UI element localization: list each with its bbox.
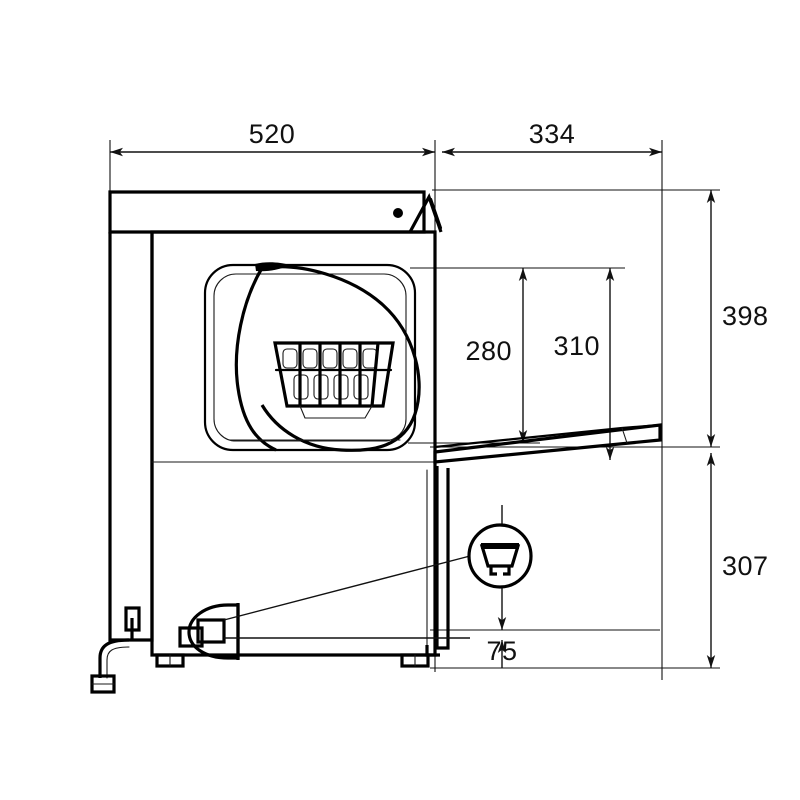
- door-pivot-mark: [255, 262, 290, 272]
- dimension-label-310: 310: [553, 331, 600, 361]
- hose-coupling: [124, 606, 141, 632]
- hinge-peak: [408, 193, 443, 233]
- basket-base: [299, 405, 373, 419]
- dimension-307: 307: [706, 453, 769, 668]
- basket-icon-leg-right: [503, 566, 511, 576]
- dimension-520: 520: [110, 119, 435, 157]
- basket-cell: [322, 348, 338, 369]
- hinge-peak-inner: [429, 197, 443, 230]
- basket-divider: [370, 342, 380, 407]
- dimension-label-520: 520: [249, 119, 296, 149]
- door-side-edge: [435, 466, 450, 650]
- dimension-label-280: 280: [465, 336, 512, 366]
- wash-chamber-inner: [213, 273, 407, 442]
- door-swing-arc-left: [234, 267, 277, 452]
- dish-basket-icon: [479, 543, 521, 576]
- dimension-label-75: 75: [486, 636, 517, 666]
- dimension-310: 310: [553, 268, 615, 460]
- dimension-label-398: 398: [722, 301, 769, 331]
- basket-icon-leg-left: [489, 566, 497, 576]
- callout-leader-upper: [223, 555, 471, 621]
- dimension-334: 334: [442, 119, 662, 157]
- dimension-280: 280: [465, 268, 528, 443]
- door-panel-upper-face: [433, 423, 662, 464]
- rear-panel-strip: [108, 232, 154, 642]
- hose-inner-line: [106, 646, 130, 679]
- open-door-panel: [433, 423, 662, 464]
- dish-basket: [273, 341, 395, 419]
- sump-bowl: [187, 603, 240, 660]
- hose-bend: [98, 638, 130, 678]
- dimension-398: 398: [706, 190, 769, 447]
- dimension-label-334: 334: [529, 119, 576, 149]
- basket-cell: [342, 348, 358, 369]
- door-swing-arc-right: [260, 265, 421, 452]
- basket-frame: [273, 341, 395, 408]
- dishwasher-body: [90, 190, 662, 694]
- detail-callout: [223, 523, 533, 639]
- door-panel-seam: [621, 427, 628, 444]
- indicator-dot: [393, 208, 403, 218]
- basket-icon-rim: [481, 543, 519, 549]
- callout-circle: [467, 523, 533, 589]
- basket-cell: [282, 348, 298, 369]
- basket-cell: [302, 348, 318, 369]
- pump-block-lower: [178, 626, 204, 648]
- drain-hose: [90, 606, 141, 694]
- control-housing: [108, 190, 426, 234]
- pump-sump-assembly: [178, 603, 240, 660]
- dimension-label-307: 307: [722, 551, 769, 581]
- cabinet-feet: [155, 653, 430, 668]
- pump-block-upper: [196, 618, 226, 644]
